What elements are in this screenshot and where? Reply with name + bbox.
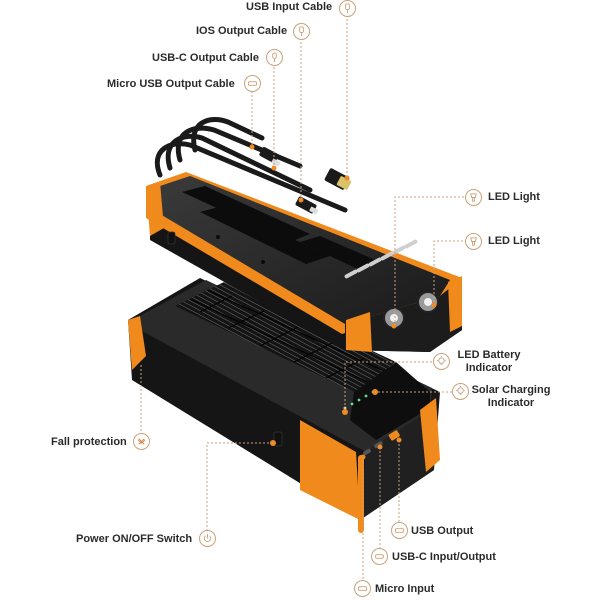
usbc-input-output-label: USB-C Input/Output (392, 551, 496, 563)
usbc-output-cable-label: USB-C Output Cable (152, 52, 259, 64)
fall-protection-icon (133, 433, 150, 450)
lightbulb-icon (433, 353, 450, 370)
solar-power-bank (128, 278, 440, 533)
flashlight-icon (465, 233, 482, 250)
usb-port-icon (391, 522, 408, 539)
fall-protection-label: Fall protection (51, 436, 127, 448)
label-line: Indicator (465, 362, 513, 374)
power-icon (199, 530, 216, 547)
led-light-label: LED Light (488, 235, 540, 247)
micro-usb-port-icon (354, 580, 371, 597)
micro-usb-port-icon (244, 75, 261, 92)
usb-output-label: USB Output (411, 525, 474, 537)
label-line: Indicator (487, 397, 535, 409)
lightbulb-icon (452, 383, 469, 400)
micro-usb-output-cable-label: Micro USB Output Cable (107, 78, 235, 90)
solar-charging-indicator-label: Solar Charging Indicator (471, 384, 551, 410)
usbc-cable-icon (266, 49, 283, 66)
lightning-cable-icon (293, 23, 310, 40)
flashlight-icon (465, 189, 482, 206)
led-light-label: LED Light (488, 191, 540, 203)
usb-input-cable-label: USB Input Cable (246, 1, 333, 13)
usbc-port-icon (371, 548, 388, 565)
power-switch-label: Power ON/OFF Switch (76, 533, 193, 545)
cable-power-bank (146, 116, 462, 352)
led-battery-indicator-label: LED Battery Indicator (452, 349, 526, 375)
label-line: LED Battery (457, 349, 521, 361)
usb-cable-icon (339, 0, 356, 17)
micro-input-label: Micro Input (375, 583, 435, 595)
ios-output-cable-label: IOS Output Cable (196, 25, 288, 37)
label-line: Solar Charging (471, 384, 551, 396)
